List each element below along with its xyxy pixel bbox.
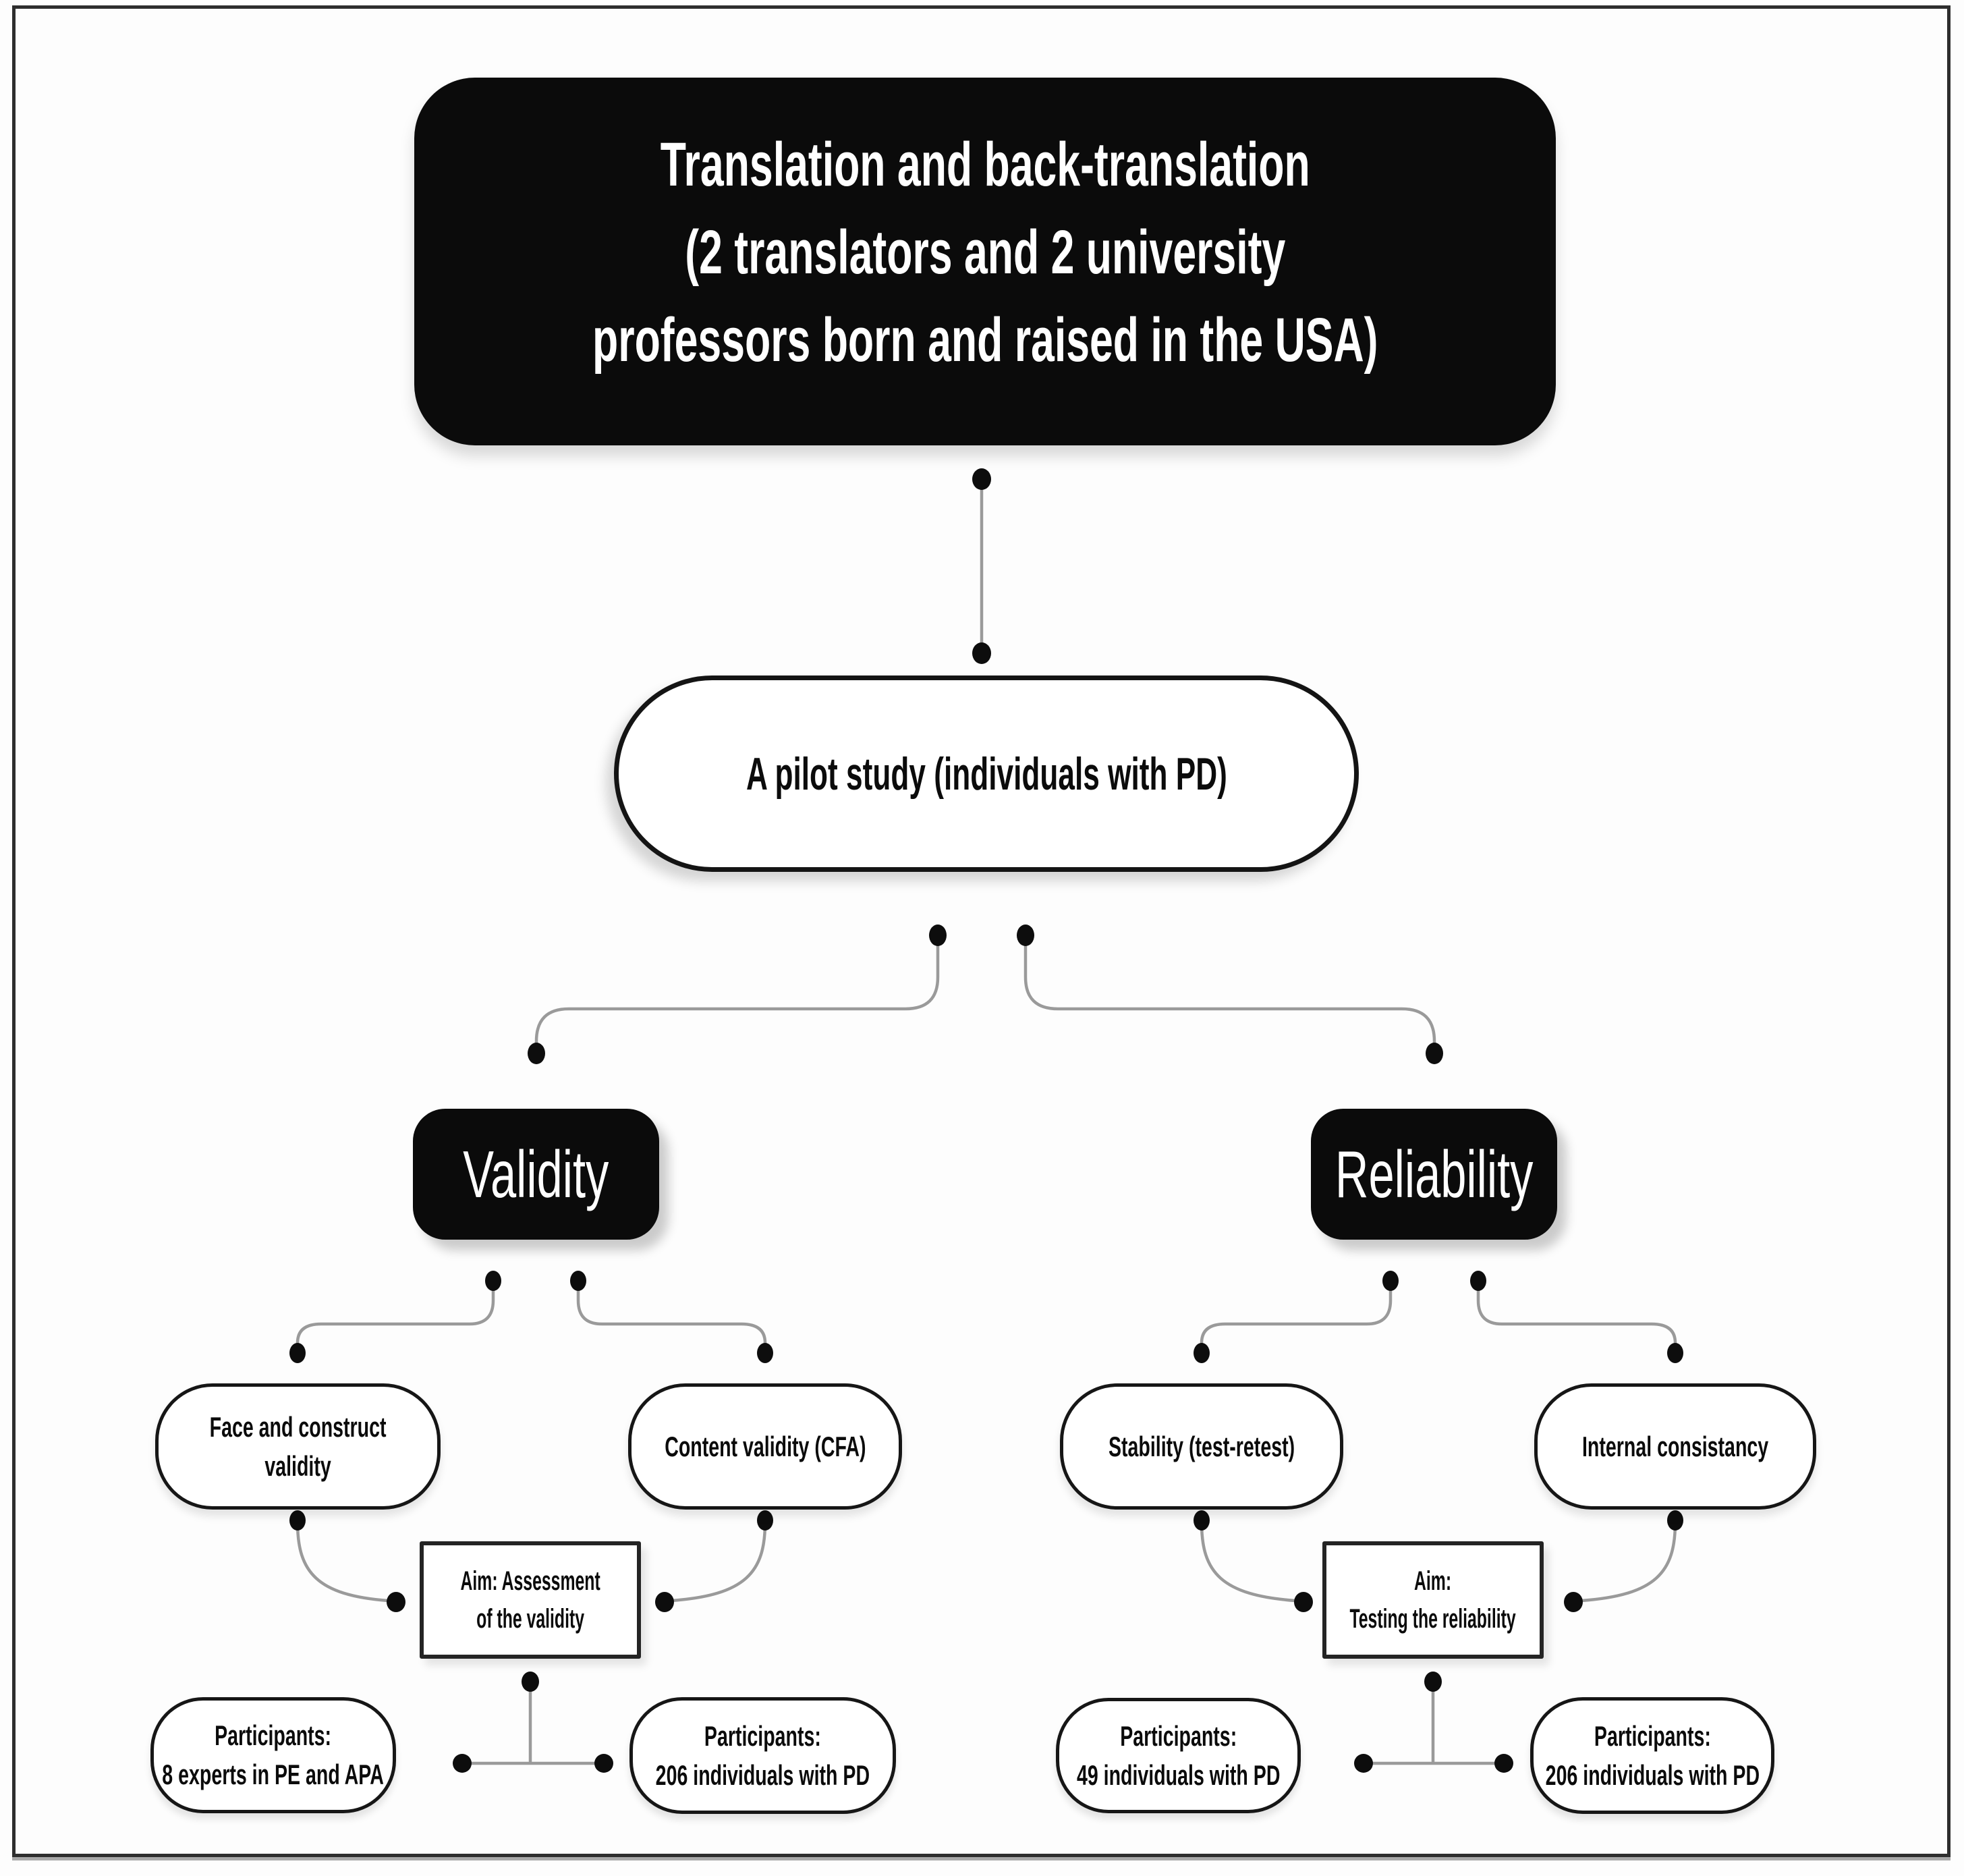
node-translation-back-translation: Translation and back-translation (2 tran… — [414, 78, 1556, 445]
figure-border-frame — [12, 5, 1951, 1857]
node-participants-206-validity: Participants: 206 individuals with PD — [629, 1697, 896, 1814]
node-participants-206-reliability: Participants: 206 individuals with PD — [1530, 1697, 1774, 1814]
edge-face-to-aim — [289, 1510, 405, 1612]
node-face-construct-validity: Face and construct validity — [155, 1383, 441, 1510]
node-participants-49-reliability-label: Participants: 49 individuals with PD — [1076, 1719, 1281, 1791]
node-internal-consistency: Internal consistancy — [1534, 1383, 1816, 1510]
edge-reliability-to-stability — [1194, 1271, 1399, 1363]
node-participants-experts: Participants: 8 experts in PE and APA — [150, 1697, 396, 1813]
edge-validity-to-content — [570, 1271, 773, 1363]
edge-pilot-to-reliability — [1017, 925, 1443, 1064]
node-aim-reliability: Aim: Testing the reliability — [1322, 1541, 1544, 1659]
node-face-construct-validity-label: Face and construct validity — [209, 1410, 387, 1482]
node-aim-reliability-label: Aim: Testing the reliability — [1349, 1566, 1517, 1634]
node-participants-206-reliability-label: Participants: 206 individuals with PD — [1545, 1719, 1760, 1791]
edge-content-to-aim — [655, 1510, 773, 1612]
edge-internal-to-aim — [1564, 1510, 1683, 1612]
node-stability-test-retest: Stability (test-retest) — [1060, 1383, 1343, 1510]
node-aim-validity: Aim: Assessment of the validity — [420, 1541, 641, 1659]
node-translation-label: Translation and back-translation (2 tran… — [592, 130, 1378, 375]
node-pilot-study-label: A pilot study (individuals with PD) — [746, 748, 1227, 800]
node-participants-206-validity-label: Participants: 206 individuals with PD — [655, 1719, 870, 1791]
node-internal-consistency-label: Internal consistancy — [1581, 1430, 1769, 1462]
edge-aim-to-participants-left — [453, 1672, 613, 1773]
node-participants-49-reliability: Participants: 49 individuals with PD — [1056, 1698, 1301, 1813]
node-participants-experts-label: Participants: 8 experts in PE and APA — [162, 1719, 385, 1790]
node-aim-validity-label: Aim: Assessment of the validity — [460, 1566, 600, 1634]
node-stability-label: Stability (test-retest) — [1108, 1430, 1295, 1462]
node-reliability-label: Reliability — [1335, 1136, 1534, 1211]
edge-reliability-to-internal — [1470, 1271, 1683, 1363]
node-content-validity-label: Content validity (CFA) — [664, 1430, 866, 1462]
node-pilot-study: A pilot study (individuals with PD) — [614, 675, 1359, 872]
node-validity-label: Validity — [463, 1136, 609, 1211]
edge-stability-to-aim — [1194, 1510, 1313, 1612]
edge-pilot-to-validity — [528, 925, 947, 1064]
edge-aim-to-participants-right — [1354, 1672, 1513, 1773]
edge-validity-to-face — [289, 1271, 501, 1363]
node-validity: Validity — [413, 1109, 659, 1240]
node-reliability: Reliability — [1311, 1109, 1557, 1240]
edge-top-to-pilot — [972, 468, 991, 664]
node-content-validity: Content validity (CFA) — [628, 1383, 902, 1510]
